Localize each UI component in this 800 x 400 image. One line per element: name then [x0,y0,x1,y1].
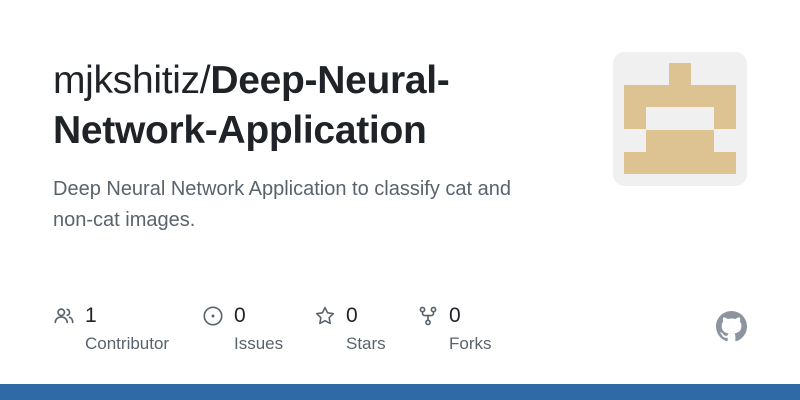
contributors-count: 1 [85,304,97,327]
repo-title[interactable]: mjkshitiz/Deep-Neural- Network-Applicati… [53,56,593,156]
repo-description-line-2: non-cat images. [53,209,196,231]
repo-stats: 1 Contributor 0 Issues 0 Stars [53,302,553,362]
fork-icon [417,305,439,327]
people-icon [53,305,75,327]
issue-circle-icon [202,305,224,327]
repo-name-part-2[interactable]: Network-Application [53,109,427,152]
stat-contributors[interactable]: 1 Contributor [53,302,169,353]
forks-count: 0 [449,304,461,327]
issues-count: 0 [234,304,246,327]
stat-issues[interactable]: 0 Issues [202,302,283,353]
star-icon [314,305,336,327]
repo-owner[interactable]: mjkshitiz/ [53,59,211,102]
repo-description: Deep Neural Network Application to class… [53,174,593,236]
issues-label: Issues [234,334,284,353]
repo-name-part-1[interactable]: Deep-Neural- [210,59,450,102]
repo-description-line-1: Deep Neural Network Application to class… [53,178,512,200]
contributors-label: Contributor [85,334,170,353]
owner-avatar[interactable] [613,52,747,186]
stars-count: 0 [346,304,358,327]
stat-stars[interactable]: 0 Stars [314,302,386,353]
forks-label: Forks [449,334,492,353]
language-color-bar [0,384,800,400]
github-logo-icon[interactable] [716,311,747,342]
stat-forks[interactable]: 0 Forks [417,302,492,353]
stars-label: Stars [346,334,386,353]
identicon-image [613,52,747,186]
